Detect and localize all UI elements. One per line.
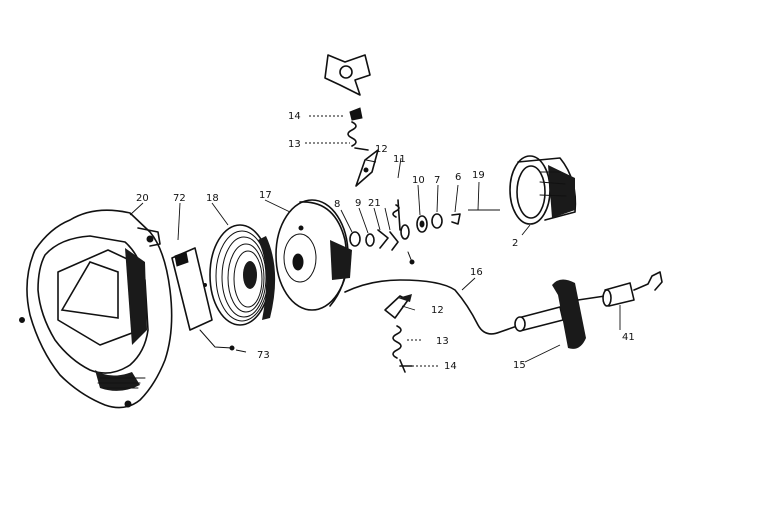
blower-housing-drawing: [19, 209, 173, 409]
callout-72: 72: [173, 193, 186, 204]
hardware-stack-drawing: [349, 199, 461, 265]
callout-14-top: 14: [288, 111, 301, 122]
callout-14-bottom: 14: [444, 361, 457, 372]
callout-18: 18: [206, 193, 219, 204]
callout-20: 20: [136, 193, 149, 204]
callout-7: 7: [434, 175, 440, 186]
recoil-spring-drawing: [209, 224, 276, 326]
callout-17: 17: [259, 190, 272, 201]
rope-clamp-drawing: [602, 271, 663, 307]
retainer-plate-drawing: [171, 247, 235, 351]
callout-41: 41: [622, 332, 635, 343]
starter-rope-drawing: [344, 279, 521, 335]
callout-9: 9: [355, 198, 361, 209]
callout-15: 15: [513, 360, 526, 371]
callout-16: 16: [470, 267, 483, 278]
callout-19: 19: [472, 170, 485, 181]
callout-13-bottom: 13: [436, 336, 449, 347]
callout-2: 2: [512, 238, 518, 249]
callout-10: 10: [412, 175, 425, 186]
starter-handle-drawing: [514, 279, 606, 349]
pawl-top-assembly-drawing: [324, 54, 379, 187]
callout-12-top: 12: [375, 144, 388, 155]
callout-labels: 20 72 18 17 73 14 13 12 11 8 9 21 10 7 6…: [136, 111, 635, 372]
callout-12-bottom: 12: [431, 305, 444, 316]
callout-21: 21: [368, 198, 381, 209]
leader-lines: [129, 115, 621, 367]
callout-73: 73: [257, 350, 270, 361]
callout-6: 6: [455, 172, 461, 183]
pawl-bottom-assembly-drawing: [384, 294, 413, 373]
callout-13-top: 13: [288, 139, 301, 150]
starter-cup-drawing: [509, 155, 577, 225]
callout-11: 11: [393, 154, 406, 165]
rope-pulley-drawing: [275, 199, 352, 311]
callout-8: 8: [334, 199, 340, 210]
